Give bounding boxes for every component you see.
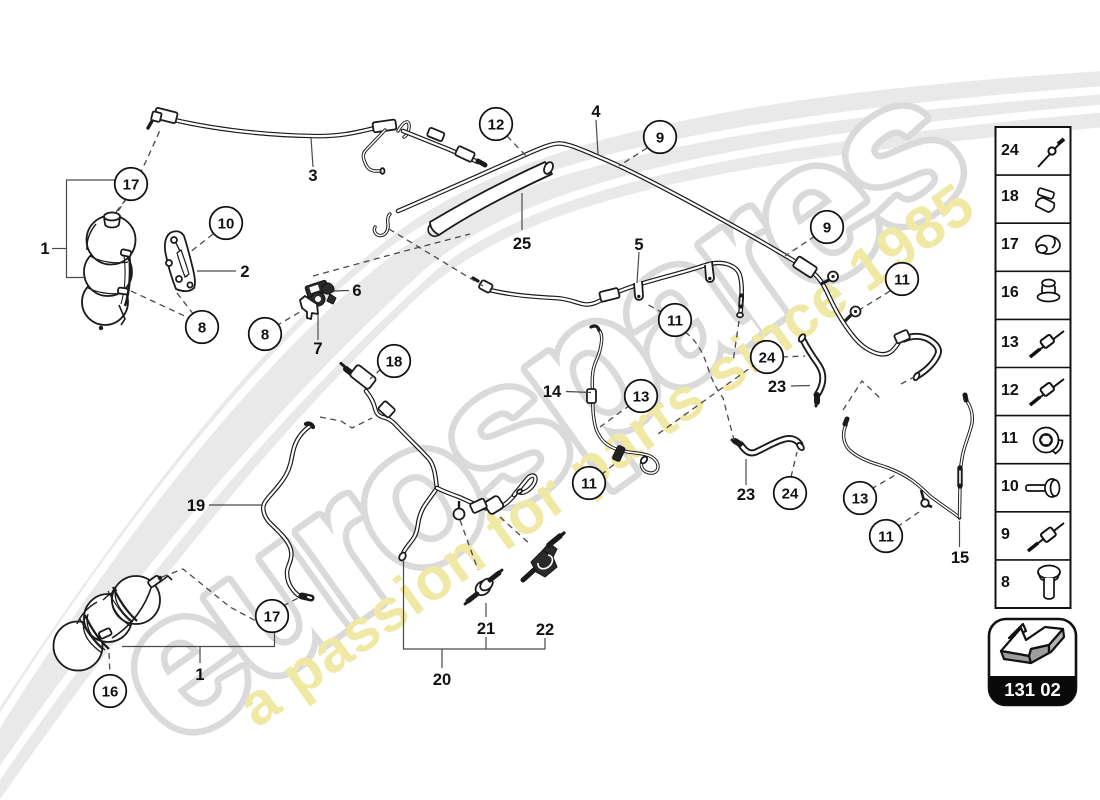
svg-text:3: 3 bbox=[308, 167, 317, 185]
svg-text:10: 10 bbox=[1001, 478, 1019, 495]
svg-text:4: 4 bbox=[591, 103, 601, 121]
svg-text:12: 12 bbox=[488, 117, 505, 134]
svg-text:24: 24 bbox=[759, 350, 776, 367]
svg-text:17: 17 bbox=[264, 609, 281, 626]
svg-text:13: 13 bbox=[1001, 334, 1019, 351]
svg-text:19: 19 bbox=[187, 497, 205, 515]
svg-text:17: 17 bbox=[123, 177, 140, 194]
svg-text:8: 8 bbox=[198, 320, 206, 337]
svg-text:9: 9 bbox=[656, 130, 664, 147]
svg-text:21: 21 bbox=[477, 620, 495, 638]
svg-text:8: 8 bbox=[261, 327, 269, 344]
svg-text:1: 1 bbox=[195, 666, 204, 684]
svg-text:10: 10 bbox=[218, 216, 235, 233]
svg-text:16: 16 bbox=[102, 684, 119, 701]
svg-text:11: 11 bbox=[894, 272, 910, 289]
svg-text:13: 13 bbox=[852, 491, 869, 508]
svg-text:1: 1 bbox=[40, 240, 49, 258]
svg-text:11: 11 bbox=[581, 476, 597, 493]
svg-text:17: 17 bbox=[1001, 236, 1019, 253]
svg-text:12: 12 bbox=[1001, 382, 1019, 399]
svg-text:20: 20 bbox=[433, 671, 451, 689]
svg-text:9: 9 bbox=[823, 220, 831, 237]
svg-text:6: 6 bbox=[352, 282, 361, 300]
svg-text:15: 15 bbox=[951, 549, 969, 567]
svg-text:18: 18 bbox=[1001, 188, 1019, 205]
svg-text:8: 8 bbox=[1001, 574, 1010, 591]
svg-text:9: 9 bbox=[1001, 526, 1010, 543]
svg-text:131 02: 131 02 bbox=[1004, 679, 1061, 700]
svg-text:23: 23 bbox=[768, 378, 786, 396]
svg-text:18: 18 bbox=[386, 354, 403, 371]
svg-text:2: 2 bbox=[240, 263, 249, 281]
svg-text:23: 23 bbox=[737, 486, 755, 504]
svg-text:7: 7 bbox=[313, 340, 322, 358]
svg-text:11: 11 bbox=[878, 529, 894, 546]
svg-text:24: 24 bbox=[782, 486, 799, 503]
svg-text:5: 5 bbox=[634, 236, 643, 254]
svg-text:16: 16 bbox=[1001, 284, 1019, 301]
svg-text:22: 22 bbox=[536, 621, 554, 639]
svg-text:11: 11 bbox=[1001, 430, 1018, 447]
svg-text:11: 11 bbox=[667, 313, 683, 330]
svg-text:13: 13 bbox=[633, 389, 650, 406]
svg-text:24: 24 bbox=[1001, 142, 1019, 159]
svg-text:14: 14 bbox=[543, 383, 562, 401]
svg-text:25: 25 bbox=[513, 235, 531, 253]
